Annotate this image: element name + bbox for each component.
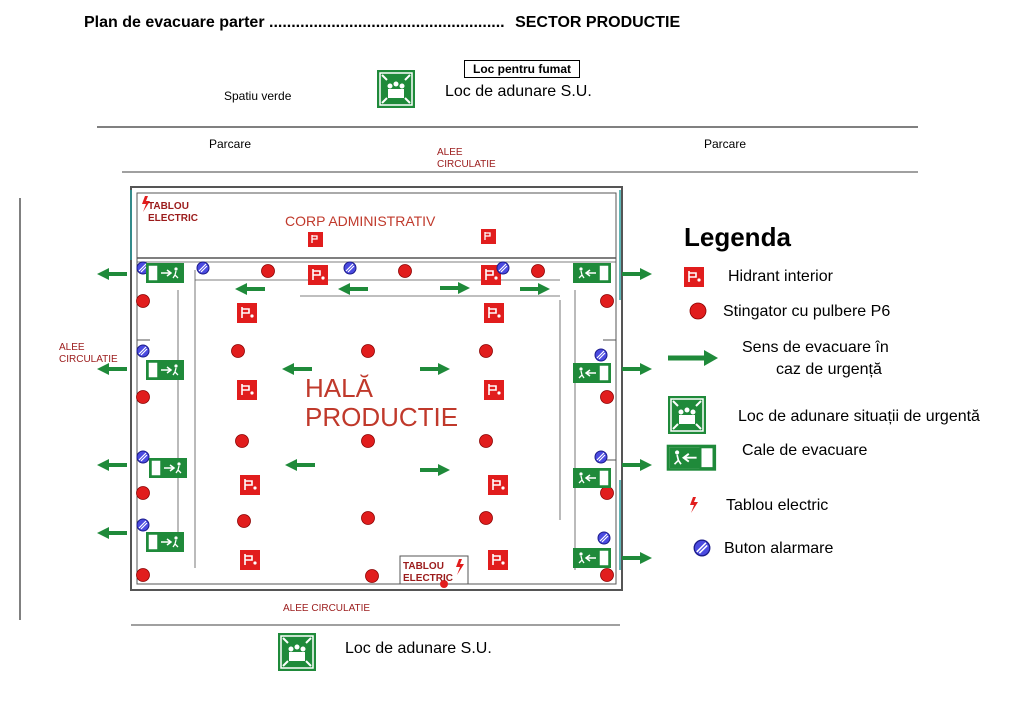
legend-direction-label: Sens de evacuare în [742,339,889,356]
extinguisher-icon [440,580,448,588]
legend-exit-label: Cale de evacuare [742,442,868,459]
lightning-icon [456,559,464,575]
legend-extinguisher-label: Stingator cu pulbere P6 [723,303,891,320]
plan-title: Plan de evacuare parter ................… [84,14,680,32]
arrow-icon [668,350,718,366]
panel-bottom-line1: TABLOU [403,561,444,572]
legend-title: Legenda [684,222,791,252]
panel-room [399,555,469,585]
legend-icons [666,266,718,557]
alley-left-line1: ALEE [59,342,85,353]
lightning-icon [690,497,698,513]
hydrant-icon [683,266,705,288]
legend-assembly-label: Loc de adunare situații de urgentă [738,408,980,425]
legend-hydrant-label: Hidrant interior [728,268,833,285]
extinguisher-icon [689,302,707,320]
hall-line2: PRODUCTIE [305,402,459,432]
sector-label: SECTOR PRODUCTIE [515,14,681,31]
alley-top-line2: CIRCULATIE [437,159,496,170]
legend-panel-label: Tablou electric [726,497,829,514]
wall-accents [130,190,621,570]
admin-building-label: CORP ADMINISTRATIV [285,213,436,229]
hall-line1: HALĂ [305,373,373,403]
smoking-area-label: Loc pentru fumat [464,60,580,78]
panel-label-bottom: TABLOU ELECTRIC [403,561,453,585]
legend-direction-label2: caz de urgență [776,361,882,378]
assembly-label-top: Loc de adunare S.U. [445,83,592,100]
assembly-point-icon [667,395,707,435]
alley-left-label: ALEE CIRCULATIE [59,342,118,366]
exit-sign-icon [666,444,717,471]
green-space-label: Spatiu verde [224,89,292,103]
alley-bottom-label: ALEE CIRCULATIE [283,603,371,614]
panel-bottom-line2: ELECTRIC [403,573,453,584]
panel-top-line2: ELECTRIC [148,213,198,224]
title-text: Plan de evacuare parter [84,14,265,31]
alley-left-line2: CIRCULATIE [59,354,118,365]
alarm-button-icon [693,539,711,557]
assembly-point-icon [376,69,416,109]
legend-alarm-label: Buton alarmare [724,540,834,557]
parking-left-label: Parcare [209,137,252,151]
assembly-point-icon [277,632,317,672]
panel-label-top: TABLOU ELECTRIC [148,201,198,225]
title-dots: ........................................… [269,14,505,31]
alley-top-label: ALEE CIRCULATIE [437,147,496,171]
panel-top-line1: TABLOU [148,201,189,212]
parking-right-label: Parcare [704,137,747,151]
production-hall-label: HALĂ PRODUCTIE [305,374,458,432]
assembly-label-bottom: Loc de adunare S.U. [345,640,492,657]
building-walls [130,186,623,591]
alley-top-line1: ALEE [437,147,463,158]
